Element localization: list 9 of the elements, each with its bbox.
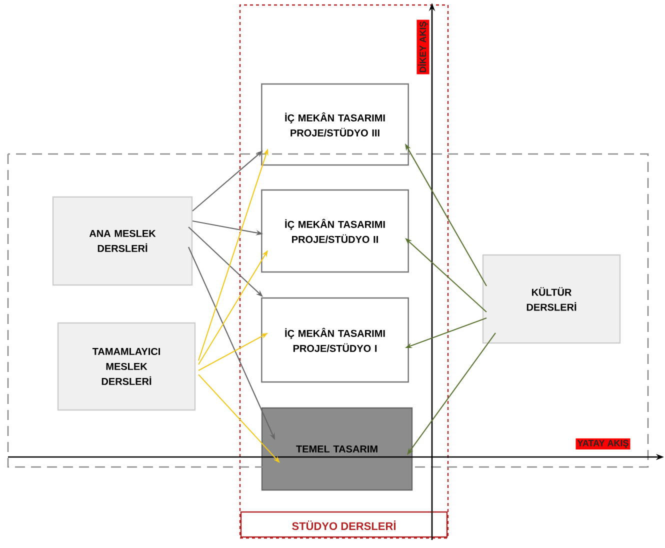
axis-label: DİKEY AKIŞ: [416, 20, 430, 74]
studio-box: TEMEL TASARIM: [261, 407, 413, 491]
course-box: KÜLTÜR DERSLERİ: [482, 254, 621, 344]
studio-box: İÇ MEKÂN TASARIMI PROJE/STÜDYO I: [261, 297, 409, 383]
studio-box: İÇ MEKÂN TASARIMI PROJE/STÜDYO II: [261, 189, 409, 273]
course-box: TAMAMLAYICI MESLEK DERSLERİ: [57, 322, 196, 411]
studio-box: İÇ MEKÂN TASARIMI PROJE/STÜDYO III: [261, 83, 409, 166]
axis-label: YATAY AKIŞ: [576, 438, 630, 450]
course-box: ANA MESLEK DERSLERİ: [52, 196, 193, 286]
